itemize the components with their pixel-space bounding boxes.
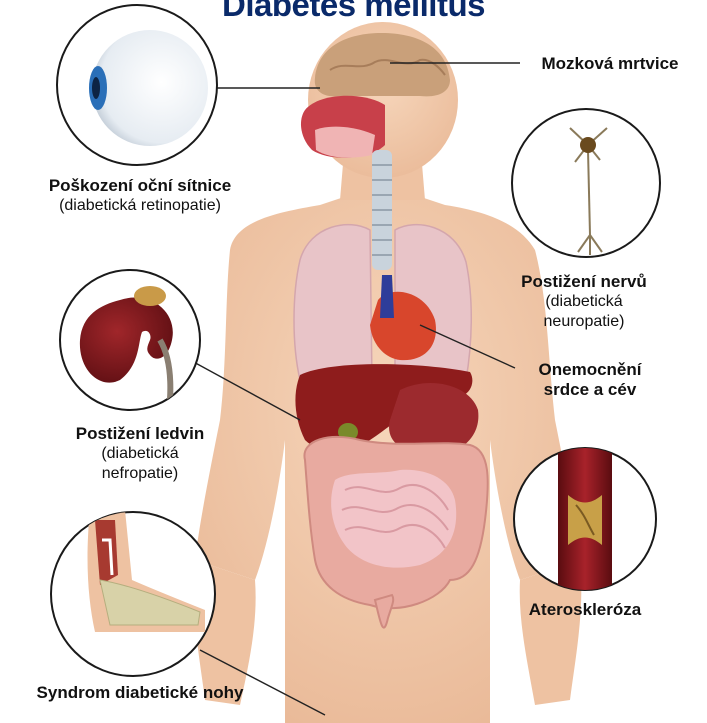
label-kidney-sub1: (diabetická [40,444,240,463]
diagram-title: Diabetes mellitus [0,0,707,24]
label-kidney: Postižení ledvin (diabetická nefropatie) [40,424,240,483]
foot-icon [51,510,215,676]
label-retina-title: Poškození oční sítnice [10,176,270,196]
label-retina: Poškození oční sítnice (diabetická retin… [10,176,270,216]
label-nerves-title: Postižení nervů [474,272,694,292]
label-stroke: Mozková mrtvice [520,54,700,74]
label-kidney-title: Postižení ledvin [40,424,240,444]
kidney-icon [60,270,200,420]
label-heart: Onemocnění srdce a cév [500,360,680,401]
neuron-icon [512,109,660,257]
label-nerves-sub1: (diabetická [474,292,694,311]
label-diabetic-foot: Syndrom diabetické nohy [0,683,280,703]
label-atherosclerosis: Ateroskleróza [490,600,680,620]
label-heart-line1: Onemocnění [500,360,680,380]
eye-icon [57,5,217,165]
label-heart-line2: srdce a cév [500,380,680,400]
label-retina-sub: (diabetická retinopatie) [10,196,270,215]
label-nerves: Postižení nervů (diabetická neuropatie) [474,272,694,331]
label-nerves-sub2: neuropatie) [474,312,694,331]
label-kidney-sub2: nefropatie) [40,464,240,483]
